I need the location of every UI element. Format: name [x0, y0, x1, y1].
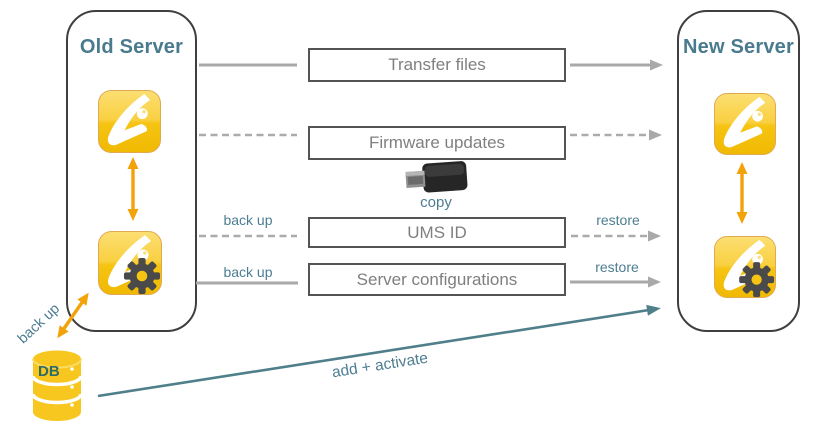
new-server-title: New Server	[683, 36, 794, 58]
old-server-title: Old Server	[79, 36, 184, 58]
new-server-box: New Server	[677, 10, 800, 332]
server-config-restore-label: restore	[595, 259, 639, 275]
usb-copy-label: copy	[420, 194, 452, 211]
ums-id-backup-label: back up	[223, 212, 273, 228]
ums-app-icon-new	[714, 93, 776, 155]
add-activate-label: add + activate	[330, 349, 430, 382]
ums-config-gear-icon-new	[714, 236, 776, 298]
db-label: DB	[38, 363, 60, 380]
database-icon: DB	[32, 350, 82, 421]
db-backup-label: back up	[14, 300, 64, 348]
ums-id-restore-label: restore	[596, 212, 640, 228]
ums-app-icon-old	[98, 90, 161, 153]
transfer-files-box: Transfer files	[308, 48, 566, 82]
ums-id-box: UMS ID	[308, 217, 566, 248]
firmware-updates-box: Firmware updates	[308, 126, 566, 160]
server-configurations-box: Server configurations	[308, 263, 566, 296]
usb-stick-icon	[405, 161, 468, 193]
server-config-backup-label: back up	[223, 264, 273, 280]
ums-config-gear-icon-old	[98, 231, 162, 295]
